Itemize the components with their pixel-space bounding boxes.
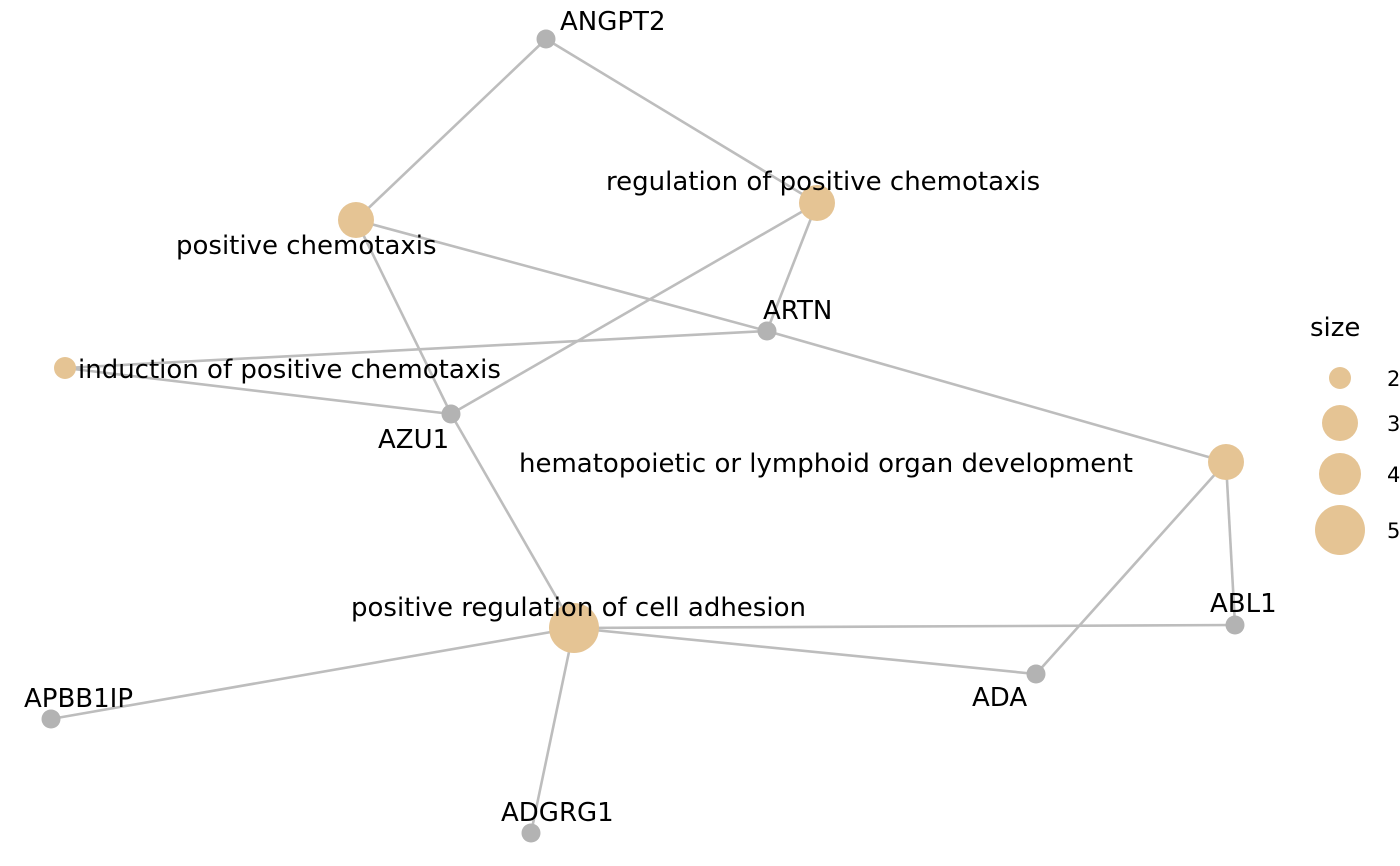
- term-label-hema_lymph: hematopoietic or lymphoid organ developm…: [519, 449, 1133, 479]
- edge-reg_pos_chemotaxis-artn: [765, 202, 819, 332]
- edge-pos_reg_adhesion-apbb1ip: [50, 626, 575, 721]
- edge-pos_reg_adhesion-ada: [573, 626, 1037, 676]
- gene-node-angpt2: [536, 29, 556, 49]
- gene-node-ada: [1026, 664, 1046, 684]
- gene-label-abl1: ABL1: [1210, 589, 1277, 619]
- nodes: [41, 29, 1245, 843]
- gene-node-adgrg1: [521, 823, 541, 843]
- legend-key-3: [1322, 405, 1358, 441]
- legend-label-4: 4: [1387, 463, 1400, 487]
- gene-label-adgrg1: ADGRG1: [501, 798, 614, 828]
- gene-label-angpt2: ANGPT2: [560, 7, 666, 37]
- gene-label-artn: ARTN: [763, 296, 832, 326]
- edges: [50, 37, 1237, 834]
- term-label-pos_reg_adhesion: positive regulation of cell adhesion: [351, 593, 806, 623]
- gene-label-apbb1ip: APBB1IP: [24, 684, 133, 714]
- size-legend: size 2 3 4 5: [1310, 313, 1400, 555]
- edge-artn-hema_lymph: [766, 329, 1227, 464]
- edge-azu1-pos_reg_adhesion: [449, 413, 576, 629]
- gene-node-apbb1ip: [41, 709, 61, 729]
- legend-label-3: 3: [1387, 412, 1400, 436]
- legend-label-2: 2: [1387, 367, 1400, 391]
- term-label-reg_pos_chemotaxis: regulation of positive chemotaxis: [606, 167, 1040, 197]
- term-label-pos_chemotaxis: positive chemotaxis: [176, 231, 437, 261]
- edge-ind_pos_chemotaxis-artn: [64, 329, 768, 370]
- term-node-pos_reg_adhesion: [549, 603, 599, 653]
- edge-hema_lymph-ada: [1035, 461, 1227, 675]
- edge-hema_lymph-abl1: [1224, 461, 1237, 626]
- legend-label-5: 5: [1387, 519, 1400, 543]
- edge-reg_pos_chemotaxis-azu1: [450, 201, 818, 416]
- edge-pos_reg_adhesion-adgrg1: [529, 627, 576, 834]
- gene-label-ada: ADA: [972, 683, 1027, 713]
- edge-pos_reg_adhesion-abl1: [573, 623, 1236, 630]
- term-label-ind_pos_chemotaxis: induction of positive chemotaxis: [78, 355, 501, 385]
- edge-pos_chemotaxis-azu1: [354, 219, 453, 415]
- gene-node-artn: [757, 321, 777, 341]
- legend-items: 2 3 4 5: [1315, 367, 1400, 555]
- term-node-pos_chemotaxis: [338, 202, 374, 238]
- edge-angpt2-pos_chemotaxis: [355, 38, 547, 221]
- edge-ind_pos_chemotaxis-azu1: [64, 366, 452, 416]
- gene-node-abl1: [1225, 615, 1245, 635]
- legend-key-2: [1329, 367, 1351, 389]
- gene-label-azu1: AZU1: [378, 425, 449, 455]
- term-node-reg_pos_chemotaxis: [799, 185, 835, 221]
- gene-node-azu1: [441, 404, 461, 424]
- edge-pos_chemotaxis-artn: [355, 218, 768, 333]
- edge-angpt2-reg_pos_chemotaxis: [545, 37, 818, 205]
- legend-key-5: [1315, 505, 1365, 555]
- legend-key-4: [1319, 453, 1361, 495]
- legend-title: size: [1310, 313, 1360, 343]
- term-node-hema_lymph: [1208, 444, 1244, 480]
- term-node-ind_pos_chemotaxis: [54, 357, 76, 379]
